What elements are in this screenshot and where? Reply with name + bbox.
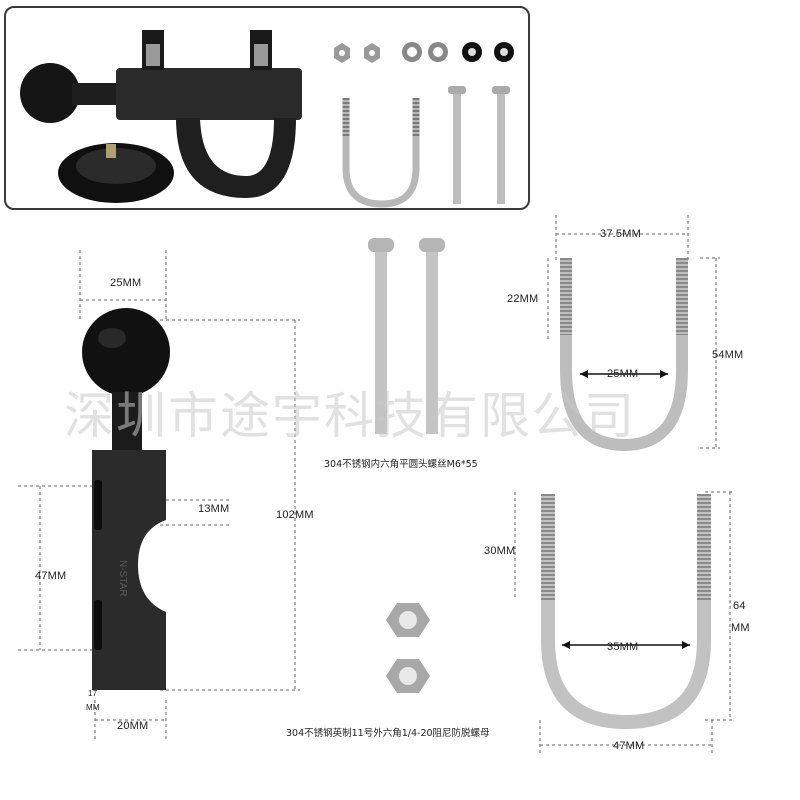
u-bolt-small — [560, 258, 688, 452]
mount-neck — [112, 392, 142, 452]
screw-overview-1 — [448, 86, 466, 94]
dim-ubolt-large-inner: 35MM — [607, 641, 639, 653]
dim-small-offset-bottom: MM — [86, 703, 100, 712]
screw-shank-2 — [426, 252, 438, 434]
screw-head-1 — [368, 238, 394, 252]
screw-shank-1 — [375, 252, 387, 434]
overview-illustration — [20, 30, 514, 208]
clamp-arc — [176, 118, 296, 198]
dim-small-offset-top: 17 — [88, 689, 98, 698]
svg-text:N-STAR: N-STAR — [117, 560, 128, 596]
dim-ball-height: 13MM — [198, 503, 230, 515]
mount-ball — [82, 308, 170, 396]
dim-ubolt-large-thread: 30MM — [484, 545, 516, 557]
u-bolt-large — [541, 494, 711, 730]
screw-overview-2 — [492, 86, 510, 94]
dim-bottom-width: 20MM — [117, 720, 149, 732]
dim-total-height: 102MM — [276, 509, 314, 521]
dim-ubolt-large-height-value: 64 — [733, 600, 746, 612]
product-overview-panel — [4, 6, 530, 210]
dim-ubolt-small-inner: 25MM — [607, 368, 639, 380]
ball-mount: N-STAR — [82, 308, 170, 690]
rubber-ball — [20, 63, 80, 123]
mount-body — [116, 68, 302, 120]
dim-clamp-height: 47MM — [35, 570, 67, 582]
dim-ubolt-small-height: 54MM — [712, 349, 744, 361]
lock-nuts — [386, 603, 430, 693]
mount-arm — [92, 450, 166, 690]
dimension-guides — [18, 215, 735, 755]
screws-caption: 304不锈钢内六角平圆头螺丝M6*55 — [324, 459, 478, 470]
nuts-caption: 304不锈钢英制11号外六角1/4-20阻尼防脱螺母 — [286, 728, 490, 739]
screws — [368, 238, 445, 434]
dim-top-width: 25MM — [110, 277, 142, 289]
dim-ubolt-small-width: 37.5MM — [600, 228, 641, 240]
u-bolt-small-overview — [342, 98, 420, 208]
ball-neck — [72, 83, 122, 105]
screw-head-2 — [419, 238, 445, 252]
dim-ubolt-small-thread: 22MM — [507, 293, 539, 305]
dim-ubolt-large-height-unit: MM — [731, 622, 750, 634]
dim-ubolt-large-width: 47MM — [613, 740, 645, 752]
